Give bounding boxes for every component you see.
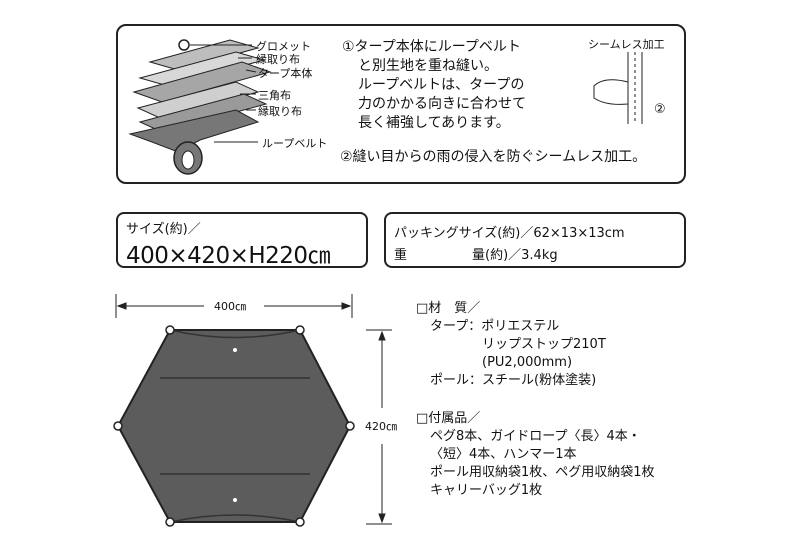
- seamless-title: シームレス加工: [588, 38, 665, 51]
- note1-line4: 力のかかる向きに合わせて: [358, 96, 526, 112]
- label-triangle-cloth: 三角布: [258, 89, 291, 102]
- accessories-heading: □付属品／: [416, 411, 481, 426]
- size-label: サイズ(約)／: [126, 222, 201, 237]
- packing-size: パッキングサイズ(約)／62×13×13cm: [394, 226, 625, 241]
- packing-weight: 重 量(約)／3.4kg: [394, 248, 558, 263]
- note1-line2: と別生地を重ね縫い。: [358, 58, 498, 74]
- tarp-hexagon: [116, 329, 352, 523]
- label-grommet: グロメット: [256, 40, 311, 53]
- feature-note-2: ②縫い目からの雨の侵入を防ぐシームレス加工。: [340, 149, 647, 165]
- label-loop-belt: ループベルト: [262, 137, 328, 150]
- seamless-drawing: [593, 52, 643, 124]
- size-value: 400×420×H220㎝: [126, 243, 331, 269]
- accessories-line2: 〈短〉4本、ハンマー1本: [430, 447, 577, 462]
- label-edge-cloth-1: 縁取り布: [256, 53, 300, 66]
- accessories-line4: キャリーバッグ1枚: [430, 483, 543, 498]
- materials-tarp-line2: リップストップ210T: [482, 337, 606, 352]
- packing-box: パッキングサイズ(約)／62×13×13cm 重 量(約)／3.4kg: [384, 212, 686, 268]
- note1-line3: ループベルトは、タープの: [358, 77, 525, 93]
- dimension-height: 420㎝: [365, 420, 397, 433]
- size-box: サイズ(約)／ 400×420×H220㎝: [116, 212, 368, 269]
- feature-note-1: ①タープ本体にループベルト と別生地を重ね縫い。 ループベルトは、タープの 力の…: [342, 38, 526, 133]
- accessories-line1: ペグ8本、ガイドロープ〈長〉4本・: [430, 429, 641, 444]
- materials-section: □材 質／ タープ：ポリエステル リップストップ210T (PU2,000mm)…: [416, 300, 606, 390]
- materials-tarp-line3: (PU2,000mm): [482, 355, 573, 370]
- dimension-width: 400㎝: [214, 300, 246, 313]
- label-tarp-body: タープ本体: [258, 67, 313, 80]
- accessories-line3: ポール用収納袋1枚、ペグ用収納袋1枚: [430, 465, 655, 480]
- seamless-number: ②: [654, 102, 666, 117]
- seamless-inset: シームレス加工 ②: [584, 36, 674, 126]
- materials-tarp: タープ：ポリエステル: [430, 319, 560, 334]
- materials-pole: ポール：スチール(粉体塗装): [430, 373, 597, 388]
- label-edge-cloth-2: 縁取り布: [258, 105, 302, 118]
- note1-line5: 長く補強してあります。: [358, 115, 510, 131]
- note1-line1: ①タープ本体にループベルト: [342, 39, 521, 55]
- accessories-section: □付属品／ ペグ8本、ガイドロープ〈長〉4本・ 〈短〉4本、ハンマー1本 ポール…: [416, 410, 655, 500]
- materials-heading: □材 質／: [416, 301, 481, 316]
